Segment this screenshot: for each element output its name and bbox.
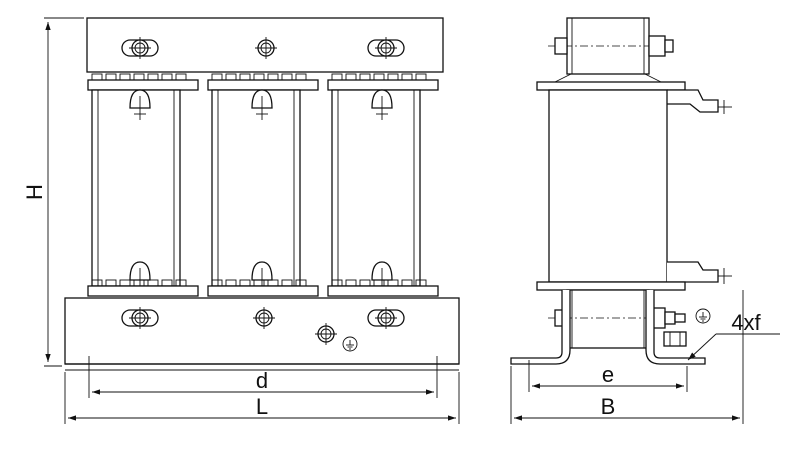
terminal-bolt-bottom-1	[122, 307, 158, 329]
coil-2	[211, 89, 301, 287]
bottom-yoke	[64, 297, 460, 365]
top-flange	[536, 81, 686, 91]
mounting-foot-right	[645, 290, 706, 365]
hole-callout-label: 4xf	[731, 310, 761, 335]
top-clamp-3	[327, 73, 439, 91]
terminal-bolt-top-1	[122, 37, 158, 59]
dimension-e-label: e	[602, 362, 614, 387]
dimension-l-label: L	[256, 394, 268, 419]
bottom-flange	[536, 281, 686, 291]
dimension-b-label: B	[601, 394, 616, 419]
coil-3	[331, 89, 421, 287]
bottom-terminal-block	[566, 289, 650, 349]
side-view: 4xf e B	[510, 17, 780, 424]
mounting-foot-left	[510, 290, 571, 365]
top-clamp-1	[87, 73, 199, 91]
core-body	[548, 89, 668, 283]
ground-icon	[695, 308, 711, 324]
dimension-h-label: H	[22, 184, 47, 200]
coil-1	[91, 89, 181, 287]
top-clamp-2	[207, 73, 319, 91]
dimension-d-label: d	[256, 368, 268, 393]
front-view: H d L	[22, 17, 460, 424]
terminal-bolt-bottom-3	[368, 307, 404, 329]
terminal-bolt-top-3	[368, 37, 404, 59]
